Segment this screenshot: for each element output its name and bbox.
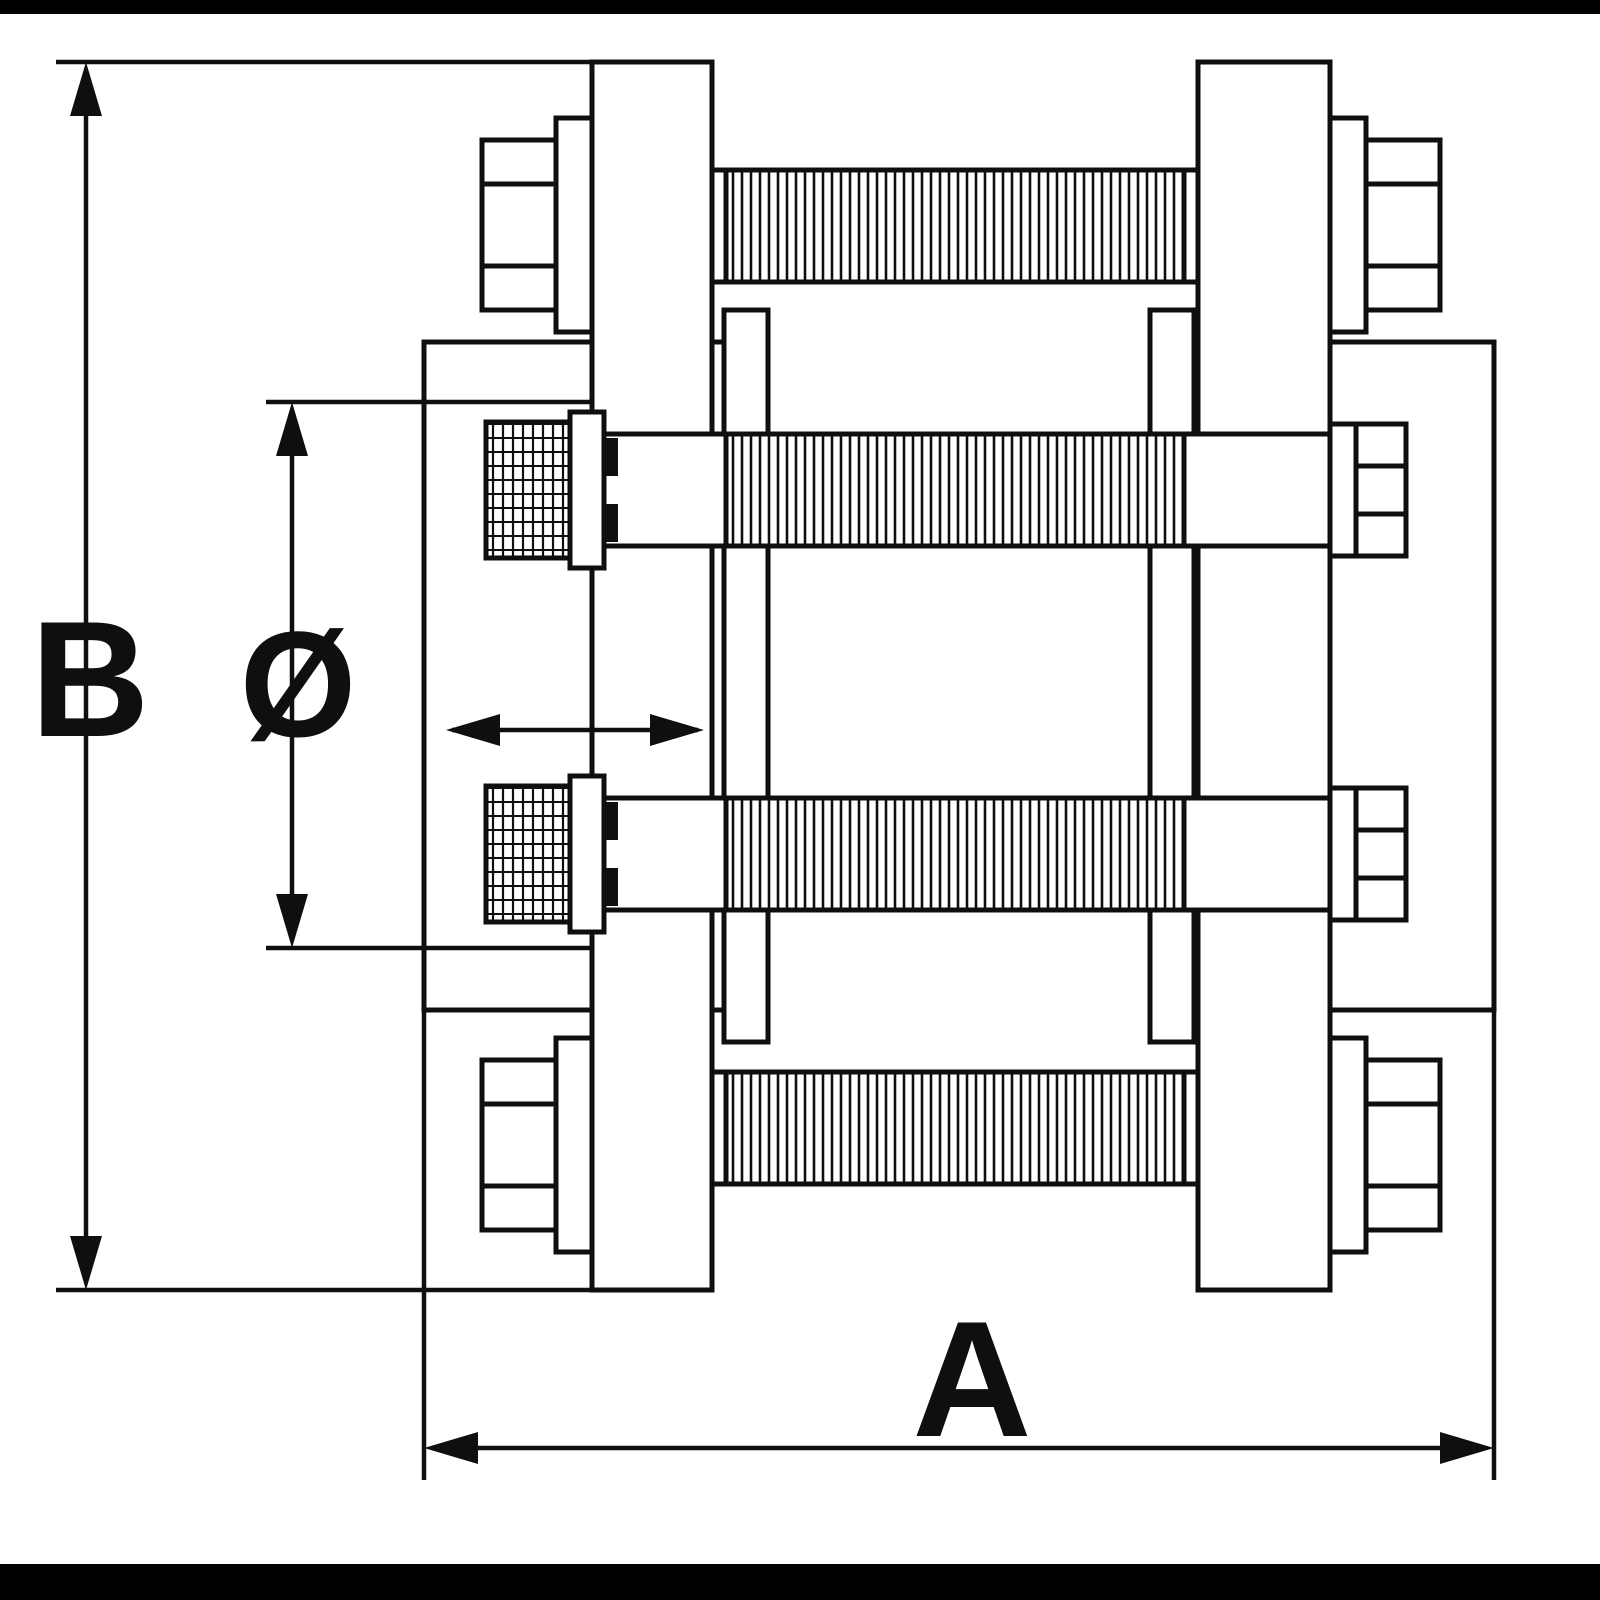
thread-section — [723, 431, 1187, 549]
label-diameter: Ø — [240, 600, 357, 768]
bolt-head — [479, 137, 559, 313]
thread-section — [723, 167, 1187, 285]
tie-rod-top — [709, 167, 1201, 285]
dim-flange-width — [446, 714, 704, 746]
bottom-frame-bar — [0, 1564, 1600, 1600]
arrowhead-up-icon — [70, 62, 102, 116]
dimensions: B Ø A — [30, 59, 1497, 1480]
hex-bolt-bottom-right — [1327, 1035, 1443, 1255]
hex-nut-lower-right — [1327, 785, 1409, 923]
arrowhead-up-icon — [276, 402, 308, 456]
bolt-head — [479, 1057, 559, 1233]
dim-diameter: Ø — [240, 399, 592, 951]
hex-bolt-top-right — [1327, 115, 1443, 335]
washer — [1327, 115, 1369, 335]
washer — [553, 115, 595, 335]
tie-rod-bottom — [709, 1069, 1201, 1187]
arrowhead-right-icon — [650, 714, 704, 746]
hex-bolt-top-left — [479, 115, 595, 335]
right-hub-face — [1147, 307, 1197, 1045]
bolt-head — [1363, 1057, 1443, 1233]
flange-assembly — [421, 59, 1497, 1293]
washer — [1327, 1035, 1369, 1255]
knurled-sleeve — [483, 783, 573, 925]
arrowhead-down-icon — [70, 1236, 102, 1290]
arrowhead-down-icon — [276, 894, 308, 948]
thread-section — [723, 1069, 1187, 1187]
adjusting-sleeve-lower — [483, 773, 618, 935]
thread-section — [723, 795, 1187, 913]
tie-rod-lower-middle — [597, 795, 1335, 913]
label-overall-height: B — [30, 587, 149, 771]
tie-rod-upper-middle — [597, 431, 1335, 549]
top-frame-bar — [0, 0, 1600, 14]
bolt-head — [1363, 137, 1443, 313]
arrowhead-left-icon — [446, 714, 500, 746]
sleeve-collar — [567, 409, 607, 571]
washer — [553, 1035, 595, 1255]
arrowhead-right-icon — [1440, 1432, 1494, 1464]
sleeve-collar — [567, 773, 607, 935]
hex-nut-upper-right — [1327, 421, 1409, 559]
hex-bolt-bottom-left — [479, 1035, 595, 1255]
dim-overall-height: B — [30, 59, 712, 1293]
right-flange-plate — [1195, 59, 1333, 1293]
left-hub-face — [721, 307, 771, 1045]
arrowhead-left-icon — [424, 1432, 478, 1464]
label-overall-length: A — [912, 1287, 1031, 1471]
left-flange-plate — [589, 59, 715, 1293]
knurled-sleeve — [483, 419, 573, 561]
dim-overall-length: A — [421, 345, 1497, 1480]
adjusting-sleeve-upper — [483, 409, 618, 571]
